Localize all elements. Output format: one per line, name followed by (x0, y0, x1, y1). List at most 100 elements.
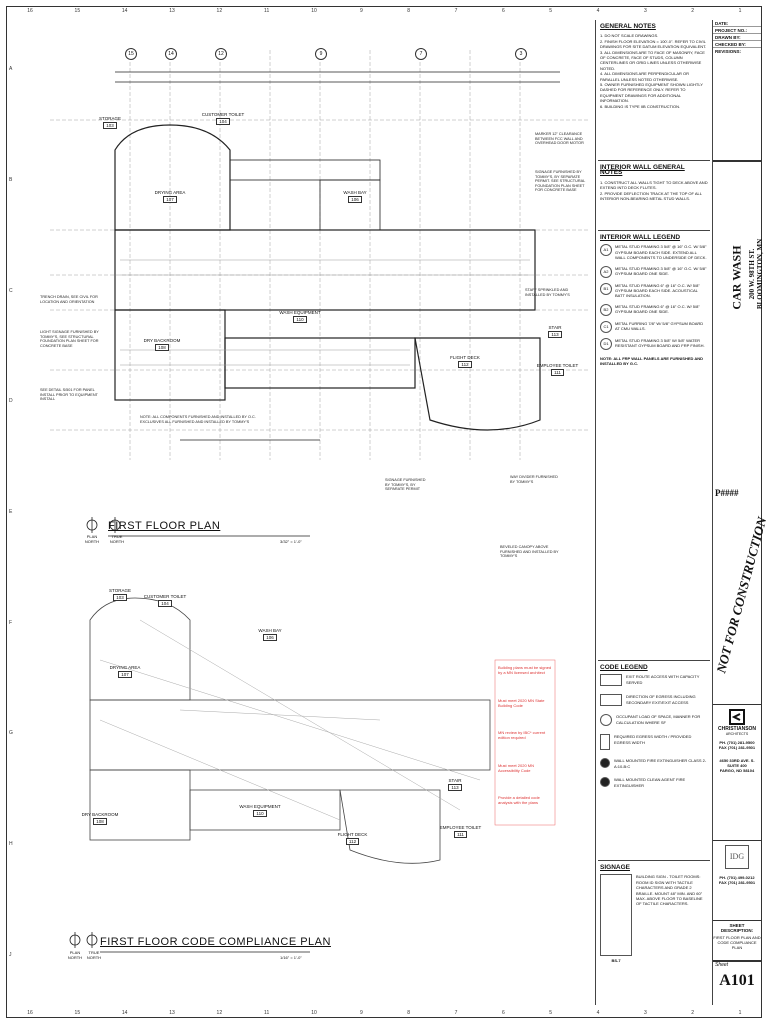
north-label: PLAN NORTH (84, 534, 100, 544)
interior-wall-legend-title: INTERIOR WALL LEGEND (600, 234, 681, 241)
legend-text: METAL FURRING 7/8" W/ 5/8" GYPSUM BOARD … (615, 320, 704, 332)
callout-staff-sprinkled: STAFF SPRINKLED AND INSTALLED BY TOMMY'S (525, 288, 570, 297)
legend-text: METAL STUD FRAMING 6" @ 16" O.C. W/ 5/8"… (615, 282, 700, 299)
grid-number: 4 (596, 1010, 600, 1016)
grid-bubble: 7 (415, 48, 427, 60)
wall-type-tag: D1 (600, 337, 612, 350)
callout-clearance: MARKER 12" CLEARANCE BETWEEN FCC WALL AN… (535, 132, 584, 146)
divider (713, 160, 761, 162)
general-notes-title: GENERAL NOTES (600, 23, 656, 30)
firm-suite: SUITE 400 (727, 763, 747, 768)
callout-signage-permit: SIGNAGE FURNISHED BY TOMMY'S, BY SEPARAT… (385, 478, 426, 492)
grid-letter: G (9, 730, 13, 737)
sheet-desc: FIRST FLOOR PLAN AND CODE COMPLIANCE PLA… (713, 935, 761, 950)
tb-label: CHECKED BY: (715, 41, 746, 47)
review-note: MN review by IBC* current edition requir… (498, 730, 546, 740)
legend-item: A1 METAL STUD FRAMING 3 5/8" @ 16" O.C. … (600, 244, 708, 260)
grid-letter: B (9, 176, 13, 183)
project-address: 200 W. 98TH ST. (748, 248, 756, 300)
code-legend-item: WALL MOUNTED CLEAN AGENT FIRE EXTINGUISH… (600, 777, 708, 788)
signage-text: BUILDING SIGN - TOILET ROOMS: ROOM ID SI… (636, 874, 703, 907)
interior-wall-general-notes: INTERIOR WALL GENERAL NOTES 1. CONSTRUCT… (598, 160, 710, 230)
legend-text: METAL STUD FRAMING 6" @ 16" O.C. W/ 5/8"… (615, 303, 700, 315)
grid-number: 14 (121, 1010, 128, 1016)
grid-bubble: 9 (315, 48, 327, 60)
code-legend-text: WALL MOUNTED FIRE EXTINGUISHER CLASS 2-A… (614, 758, 707, 769)
grid-letter: J (9, 951, 12, 958)
consultant-fax: FAX (701) 281-9501 (718, 880, 756, 885)
grid-number: 12 (216, 8, 223, 14)
interior-wall-legend: INTERIOR WALL LEGEND A1 METAL STUD FRAMI… (598, 230, 710, 660)
firm-address: 4650 33RD AVE. S. (719, 758, 755, 763)
tb-label: REVISIONS: (715, 48, 742, 54)
wall-type-tag: B2 (600, 303, 612, 316)
plan-linework (50, 50, 590, 953)
note-item: 2. PROVIDE DEFLECTION TRACK AT THE TOP O… (600, 190, 702, 202)
grid-number: 13 (169, 1010, 175, 1016)
grid-number: 2 (691, 1010, 695, 1016)
note-item: 2. FINISH FLOOR ELEVATION = 100'-0". REF… (600, 38, 707, 50)
project-tag: P#### (715, 488, 739, 498)
project-name: CAR WASH (729, 245, 744, 310)
grid-number: 2 (691, 8, 695, 14)
callout-panel-install: SEE DETAIL S/501 FOR PANEL INSTALL PRIOR… (40, 388, 98, 402)
legend-item: B1 METAL STUD FRAMING 6" @ 16" O.C. W/ 5… (600, 282, 708, 299)
tb-row: DRAWN BY: (713, 34, 761, 41)
legend-item: C1 METAL FURRING 7/8" W/ 5/8" GYPSUM BOA… (600, 320, 708, 333)
callout-light-signage: LIGHT SIGNAGE FURNISHED BY TOMMY'S, SEE … (40, 330, 99, 348)
callout-signage-foundation: SIGNAGE FURNISHED BY TOMMY'S, BY SEPARAT… (535, 170, 586, 193)
wall-type-tag: A2 (600, 265, 612, 278)
grid-number: 15 (74, 1010, 81, 1016)
grid-number: 7 (454, 1010, 458, 1016)
code-legend-item: REQUIRED EGRESS WIDTH / PROVIDED EGRESS … (600, 734, 708, 751)
code-legend-item: DIRECTION OF EGRESS INCLUDING SECONDARY … (600, 694, 708, 707)
legend-footer: NOTE: ALL FRP WALL PANELS ARE FURNISHED … (600, 355, 704, 367)
note-item: 4. ALL DIMENSIONS ARE PERPENDICULAR OR P… (600, 71, 689, 82)
code-legend-text: REQUIRED EGRESS WIDTH / PROVIDED EGRESS … (614, 734, 692, 745)
north-label: TRUE NORTH (109, 534, 125, 544)
grid-number: 8 (407, 8, 411, 14)
code-legend-text: EXIT ROUTE ACCESS WITH CAPACITY SERVED (626, 674, 700, 685)
sign-diagram: BS-7 (600, 874, 632, 963)
code-legend: CODE LEGEND EXIT ROUTE ACCESS WITH CAPAC… (598, 660, 710, 860)
firm-phone: PH. (701) 281-9500 (719, 740, 755, 745)
north-label: TRUE NORTH (86, 950, 102, 960)
north-label: PLAN NORTH (67, 950, 83, 960)
tb-row: CHECKED BY: (713, 41, 761, 48)
review-note: Must meet 2020 MN Accessibility Code (498, 763, 535, 773)
firm-city: FARGO, ND 58104 (719, 768, 755, 773)
grid-number: 13 (169, 8, 175, 14)
grid-number: 3 (643, 1010, 647, 1016)
tb-row: DATE: (713, 20, 761, 27)
code-legend-item: EXIT ROUTE ACCESS WITH CAPACITY SERVED (600, 674, 708, 687)
callout-trench-drain: TRENCH DRAIN, SEE CIVIL FOR LOCATION AND… (40, 295, 98, 304)
clean-agent-extinguisher-icon (600, 777, 610, 788)
grid-letter: D (9, 398, 13, 405)
wall-type-tag: C1 (600, 320, 612, 333)
signage-title: SIGNAGE (600, 864, 630, 871)
legend-item: D1 METAL STUD FRAMING 3 5/8" W/ 5/8" WAT… (600, 337, 708, 350)
consultant-logo: IDG (725, 845, 749, 869)
grid-number: 9 (359, 1010, 363, 1016)
review-note: Provide a detailed code analysis with th… (498, 795, 540, 805)
grid-number: 3 (643, 8, 647, 14)
firm-logo-icon (729, 709, 745, 725)
tb-row: PROJECT NO.: (713, 27, 761, 34)
callout-way-divider: WAY DIVIDER FURNISHED BY TOMMY'S (510, 475, 558, 484)
egress-width-icon (600, 734, 610, 751)
grid-bubble: 12 (215, 48, 227, 60)
